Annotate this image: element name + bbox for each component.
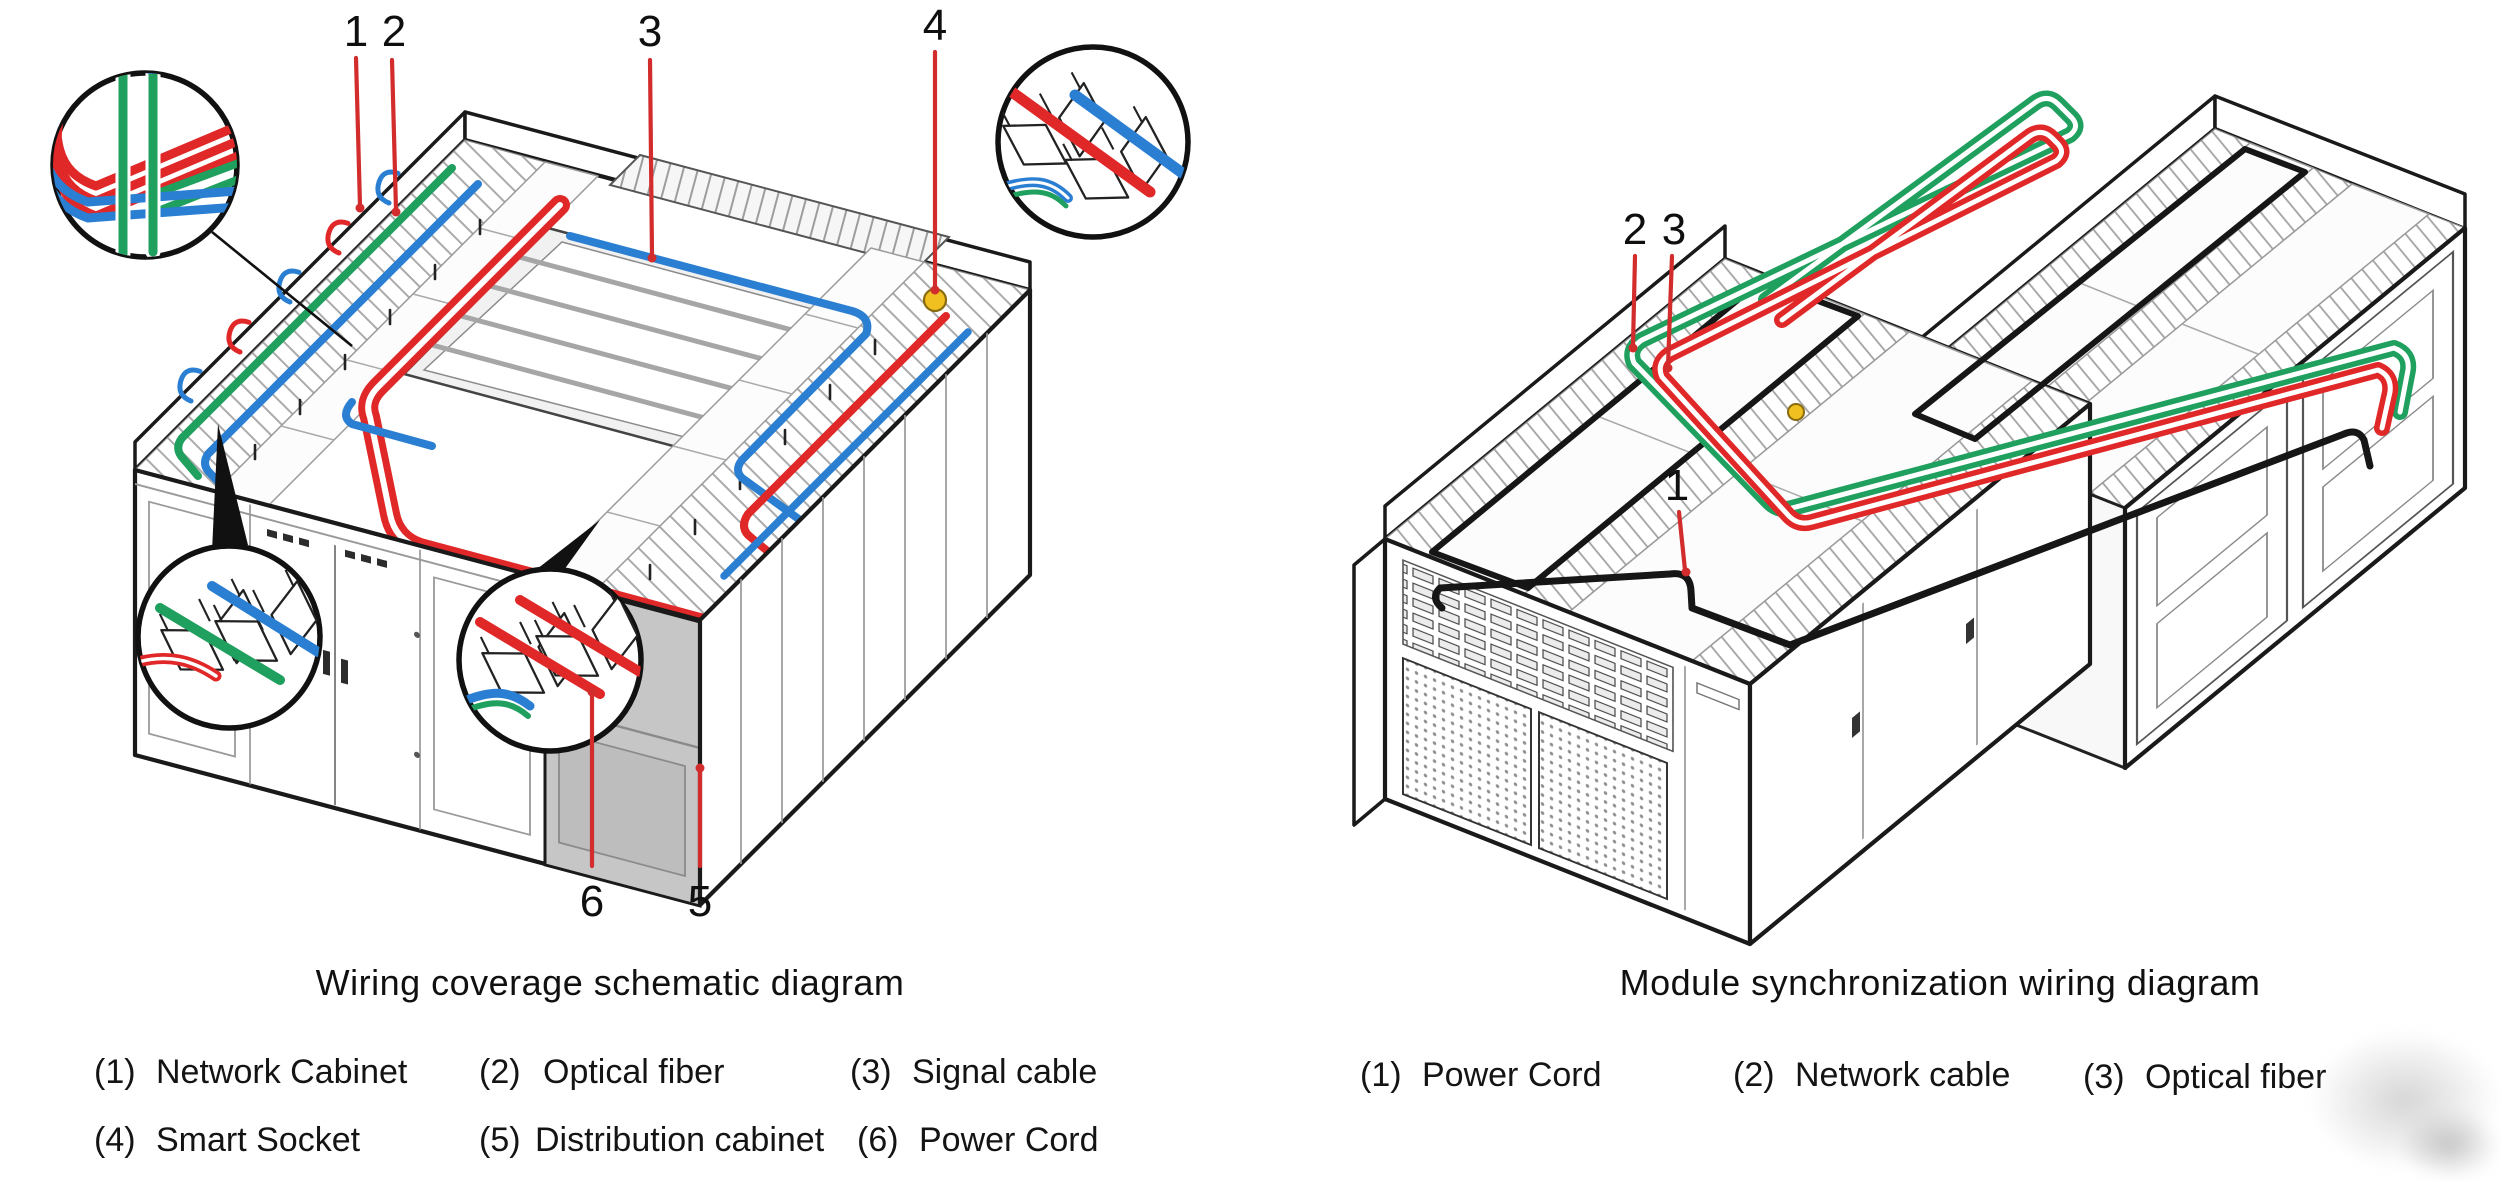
louver-vent-panel	[1402, 559, 1674, 753]
callout-wedge	[528, 520, 600, 576]
callout-circle-cable-crossing	[50, 70, 240, 260]
callout-number-5: 5	[688, 877, 712, 926]
callout-wedge	[212, 424, 248, 551]
legend-label: Power Cord	[1422, 1056, 1602, 1094]
callout-number-3: 3	[1662, 205, 1686, 254]
callout-pointer-line	[211, 230, 353, 348]
cabinet-rows	[133, 139, 1032, 621]
legend-num: (1)	[94, 1053, 136, 1091]
power-cord-route	[1432, 428, 2374, 649]
legend-label: Smart Socket	[156, 1121, 361, 1159]
right-wall-seams	[740, 333, 988, 864]
power-cord-right-row	[740, 312, 950, 572]
module-a-side-doors	[1852, 508, 1978, 840]
legend-label: Network Cabinet	[156, 1053, 408, 1091]
callout-circle-power-bracket	[456, 566, 644, 754]
legend-num: (6)	[857, 1121, 899, 1159]
callout-number-2: 2	[1623, 205, 1647, 254]
callout-number-3: 3	[638, 7, 662, 56]
wiring-coverage-diagram: 1 2 3 4 6 5	[50, 1, 1191, 926]
network-cable-loop-b	[1912, 146, 2308, 442]
legend-label: Optical fiber	[543, 1053, 725, 1091]
signal-cable-left	[201, 180, 482, 494]
legend-label: Signal cable	[912, 1053, 1098, 1091]
mesh-door	[1538, 710, 1668, 901]
legend-num: (3)	[850, 1053, 892, 1091]
legend-label: Optical fiber	[2145, 1058, 2327, 1096]
signal-cable-skylight	[566, 232, 872, 524]
module-a-front	[1402, 559, 1740, 911]
callout-number-1: 1	[1665, 461, 1689, 510]
callout-leaders: 2 3 1	[1623, 205, 1691, 577]
callout-circle-fiber-bracket	[135, 543, 323, 731]
legend-label: Power Cord	[919, 1121, 1099, 1159]
right-figure-caption: Module synchronization wiring diagram	[1619, 962, 2261, 1003]
optical-fiber-cable	[174, 164, 456, 480]
legend-num: (2)	[479, 1053, 521, 1091]
cable-junction	[1787, 403, 1805, 421]
callout-number-1: 1	[344, 7, 368, 56]
legend-num: (4)	[94, 1121, 136, 1159]
callout-leaders: 1 2 3 4 6 5	[344, 1, 947, 926]
callout-number-4: 4	[923, 1, 947, 50]
legend-label: Network cable	[1795, 1056, 2011, 1094]
module-sync-diagram: 2 3 1	[1352, 90, 2468, 947]
legend-num: (3)	[2083, 1058, 2125, 1096]
callout-number-6: 6	[580, 877, 604, 926]
legend-label: Distribution cabinet	[535, 1121, 825, 1159]
watermark	[2400, 1110, 2500, 1180]
mesh-door	[1402, 656, 1532, 847]
roof-cables	[174, 164, 1008, 635]
left-figure-caption: Wiring coverage schematic diagram	[315, 962, 905, 1003]
legend-num: (5)	[479, 1121, 521, 1159]
module-b-doors	[2135, 249, 2455, 747]
callout-number-2: 2	[382, 7, 406, 56]
callout-circle-socket-bracket	[995, 44, 1191, 240]
legend-num: (2)	[1733, 1056, 1775, 1094]
legend-num: (1)	[1360, 1056, 1402, 1094]
